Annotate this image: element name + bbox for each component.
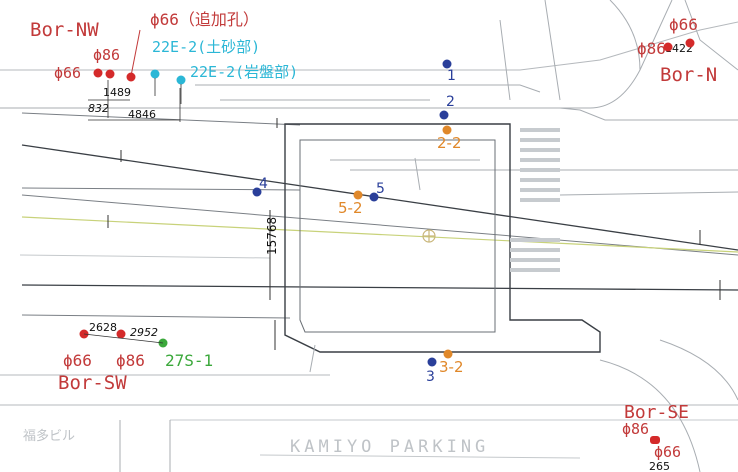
point-5-marker [369, 192, 379, 202]
point-5-2-marker [353, 190, 363, 200]
survey-points: 1 2 2-2 4 5 5-2 3 3-2 [252, 59, 464, 385]
point-3-2-label: 3-2 [439, 358, 464, 376]
borehole-se-marker [650, 436, 660, 444]
bor-sw-group: 2628 2952 ϕ66 ϕ86 27S-1 Bor-SW [58, 321, 213, 394]
bor-nw-label: Bor-NW [30, 19, 99, 41]
parking-label: KAMIYO PARKING [290, 437, 489, 457]
point-2-marker [439, 110, 449, 120]
bor-se-group: Bor-SE ϕ86 ϕ66 265 [622, 402, 689, 472]
dim-832: 832 [88, 102, 109, 115]
point-5-label: 5 [376, 181, 385, 197]
phi66-note: ϕ66（追加孔） [150, 10, 259, 29]
bor-se-label: Bor-SE [624, 402, 689, 423]
phi86-se: ϕ86 [622, 420, 649, 438]
point-3-label: 3 [426, 369, 435, 385]
bor-sw-label: Bor-SW [58, 372, 127, 394]
hole-22e2-soil-label: 22E-2(土砂部) [152, 38, 260, 56]
hole-22e2-rock-label: 22E-2(岩盤部) [190, 63, 298, 81]
point-1-marker [442, 59, 452, 69]
phi66-se: ϕ66 [654, 443, 681, 461]
dim-2952: 2952 [130, 326, 158, 339]
dim-4846: 4846 [128, 108, 156, 121]
point-2-2-label: 2-2 [437, 134, 462, 152]
phi66-ne: ϕ66 [669, 15, 698, 34]
point-2-2-marker [442, 125, 452, 135]
dim-1489: 1489 [103, 86, 131, 99]
hole-27s1-label: 27S-1 [165, 351, 213, 370]
point-1-label: 1 [447, 68, 456, 84]
dim-2628: 2628 [89, 321, 117, 334]
phi86-sw: ϕ86 [116, 351, 145, 370]
dim-265: 265 [649, 460, 670, 472]
point-3-2-marker [443, 349, 453, 359]
point-4-label: 4 [259, 176, 268, 192]
bor-nw-group: Bor-NW ϕ66（追加孔） ϕ86 ϕ66 1489 832 4846 [30, 10, 259, 122]
phi66-sw: ϕ66 [63, 351, 92, 370]
point-2-label: 2 [446, 94, 455, 110]
survey-mark-icon [422, 229, 436, 243]
hole-22e2-soil-marker [150, 69, 160, 79]
phi86-ne: ϕ86 [637, 39, 666, 58]
point-4-marker [252, 187, 262, 197]
hole-22e2-rock-marker [176, 75, 186, 85]
bor-ne-label: Bor-N [660, 64, 717, 86]
bor-ne-group: ϕ66 ϕ86 Bor-N 1422 [637, 15, 717, 86]
dim-15768: 15768 [265, 217, 279, 255]
borehole-nw-1 [93, 68, 103, 78]
borehole-nw-3 [126, 72, 136, 82]
borehole-ne-1 [663, 42, 673, 52]
borehole-sw-2 [116, 329, 126, 339]
point-3-marker [427, 357, 437, 367]
phi66-nw: ϕ66 [54, 64, 81, 82]
phi86-nw: ϕ86 [93, 46, 120, 64]
point-5-2-label: 5-2 [338, 199, 363, 217]
borehole-nw-2 [105, 69, 115, 79]
hole-22e2-group: 22E-2(土砂部) 22E-2(岩盤部) [150, 38, 298, 104]
building-label: 福多ビル [23, 428, 75, 444]
borehole-ne-2 [685, 38, 695, 48]
